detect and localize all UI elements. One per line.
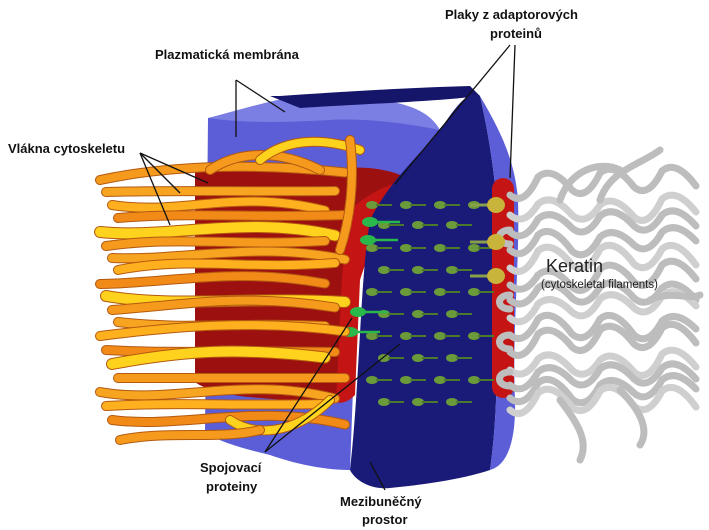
label-cytoskeleton-fibers: Vlákna cytoskeletu bbox=[8, 141, 125, 156]
adaptor-knob bbox=[487, 197, 505, 213]
label-connecting-proteins-2: proteiny bbox=[206, 479, 258, 494]
label-adaptor-plaques-2: proteinů bbox=[490, 26, 542, 41]
label-connecting-proteins-1: Spojovací bbox=[200, 460, 262, 475]
keratin-filament bbox=[650, 295, 700, 300]
label-intercellular-space-1: Mezibuněčný bbox=[340, 494, 422, 509]
keratin-filament bbox=[600, 150, 660, 200]
cytoskeleton-fiber bbox=[118, 215, 345, 218]
leader-plaque-2 bbox=[510, 45, 515, 178]
cytoskeleton-fiber bbox=[106, 241, 325, 246]
label-plasma-membrane: Plazmatická membrána bbox=[155, 47, 300, 62]
keratin-filaments bbox=[500, 150, 701, 460]
label-intercellular-space-2: prostor bbox=[362, 512, 408, 527]
label-keratin: Keratin bbox=[546, 256, 603, 276]
connecting-protein bbox=[362, 217, 378, 227]
adaptor-knob bbox=[487, 268, 505, 284]
connecting-protein bbox=[360, 235, 376, 245]
adaptor-knobs bbox=[487, 197, 505, 284]
connecting-protein bbox=[350, 307, 366, 317]
keratin-filament bbox=[510, 387, 696, 413]
cytoskeleton-fiber bbox=[106, 191, 335, 192]
label-keratin-note: (cytoskeletal filaments) bbox=[541, 279, 658, 291]
adaptor-knob bbox=[487, 234, 505, 250]
label-adaptor-plaques-1: Plaky z adaptorových bbox=[445, 7, 578, 22]
cytoskeleton-fiber bbox=[106, 404, 325, 406]
